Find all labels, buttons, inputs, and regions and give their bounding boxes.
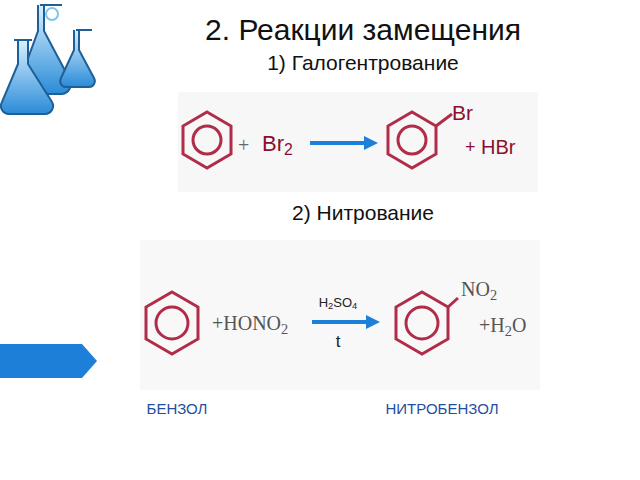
- catalyst: H2SO4: [319, 296, 358, 309]
- benzene-ring: [146, 292, 198, 354]
- formula: Br2: [262, 133, 293, 155]
- formula: HBr: [481, 137, 515, 157]
- reaction-arrow: [310, 136, 378, 150]
- benzene-ring: [183, 112, 231, 168]
- arrow-tab: [0, 344, 97, 378]
- bromobenzene-ring: [388, 112, 452, 168]
- condition: t: [336, 333, 341, 350]
- nitrobenzene-ring: [396, 292, 458, 354]
- reaction-arrow: [312, 315, 380, 329]
- compound-name: БЕНЗОЛ: [147, 401, 208, 416]
- reaction-ground: [140, 240, 540, 390]
- plus-sign: +: [465, 138, 476, 156]
- formula: +H2O: [479, 315, 526, 335]
- substituent: Br: [452, 102, 473, 123]
- section-heading: 2) Нитрование: [292, 202, 434, 223]
- formula: +HONO2: [212, 313, 288, 333]
- compound-name: НИТРОБЕНЗОЛ: [385, 401, 498, 416]
- substituent: NO2: [461, 279, 497, 299]
- section-heading: 1) Галогентрование: [267, 52, 459, 73]
- plus-sign: +: [238, 135, 249, 155]
- flask-icon: [1, 5, 95, 114]
- reaction-ground: [178, 92, 538, 192]
- slide-title: 2. Реакции замещения: [205, 15, 521, 45]
